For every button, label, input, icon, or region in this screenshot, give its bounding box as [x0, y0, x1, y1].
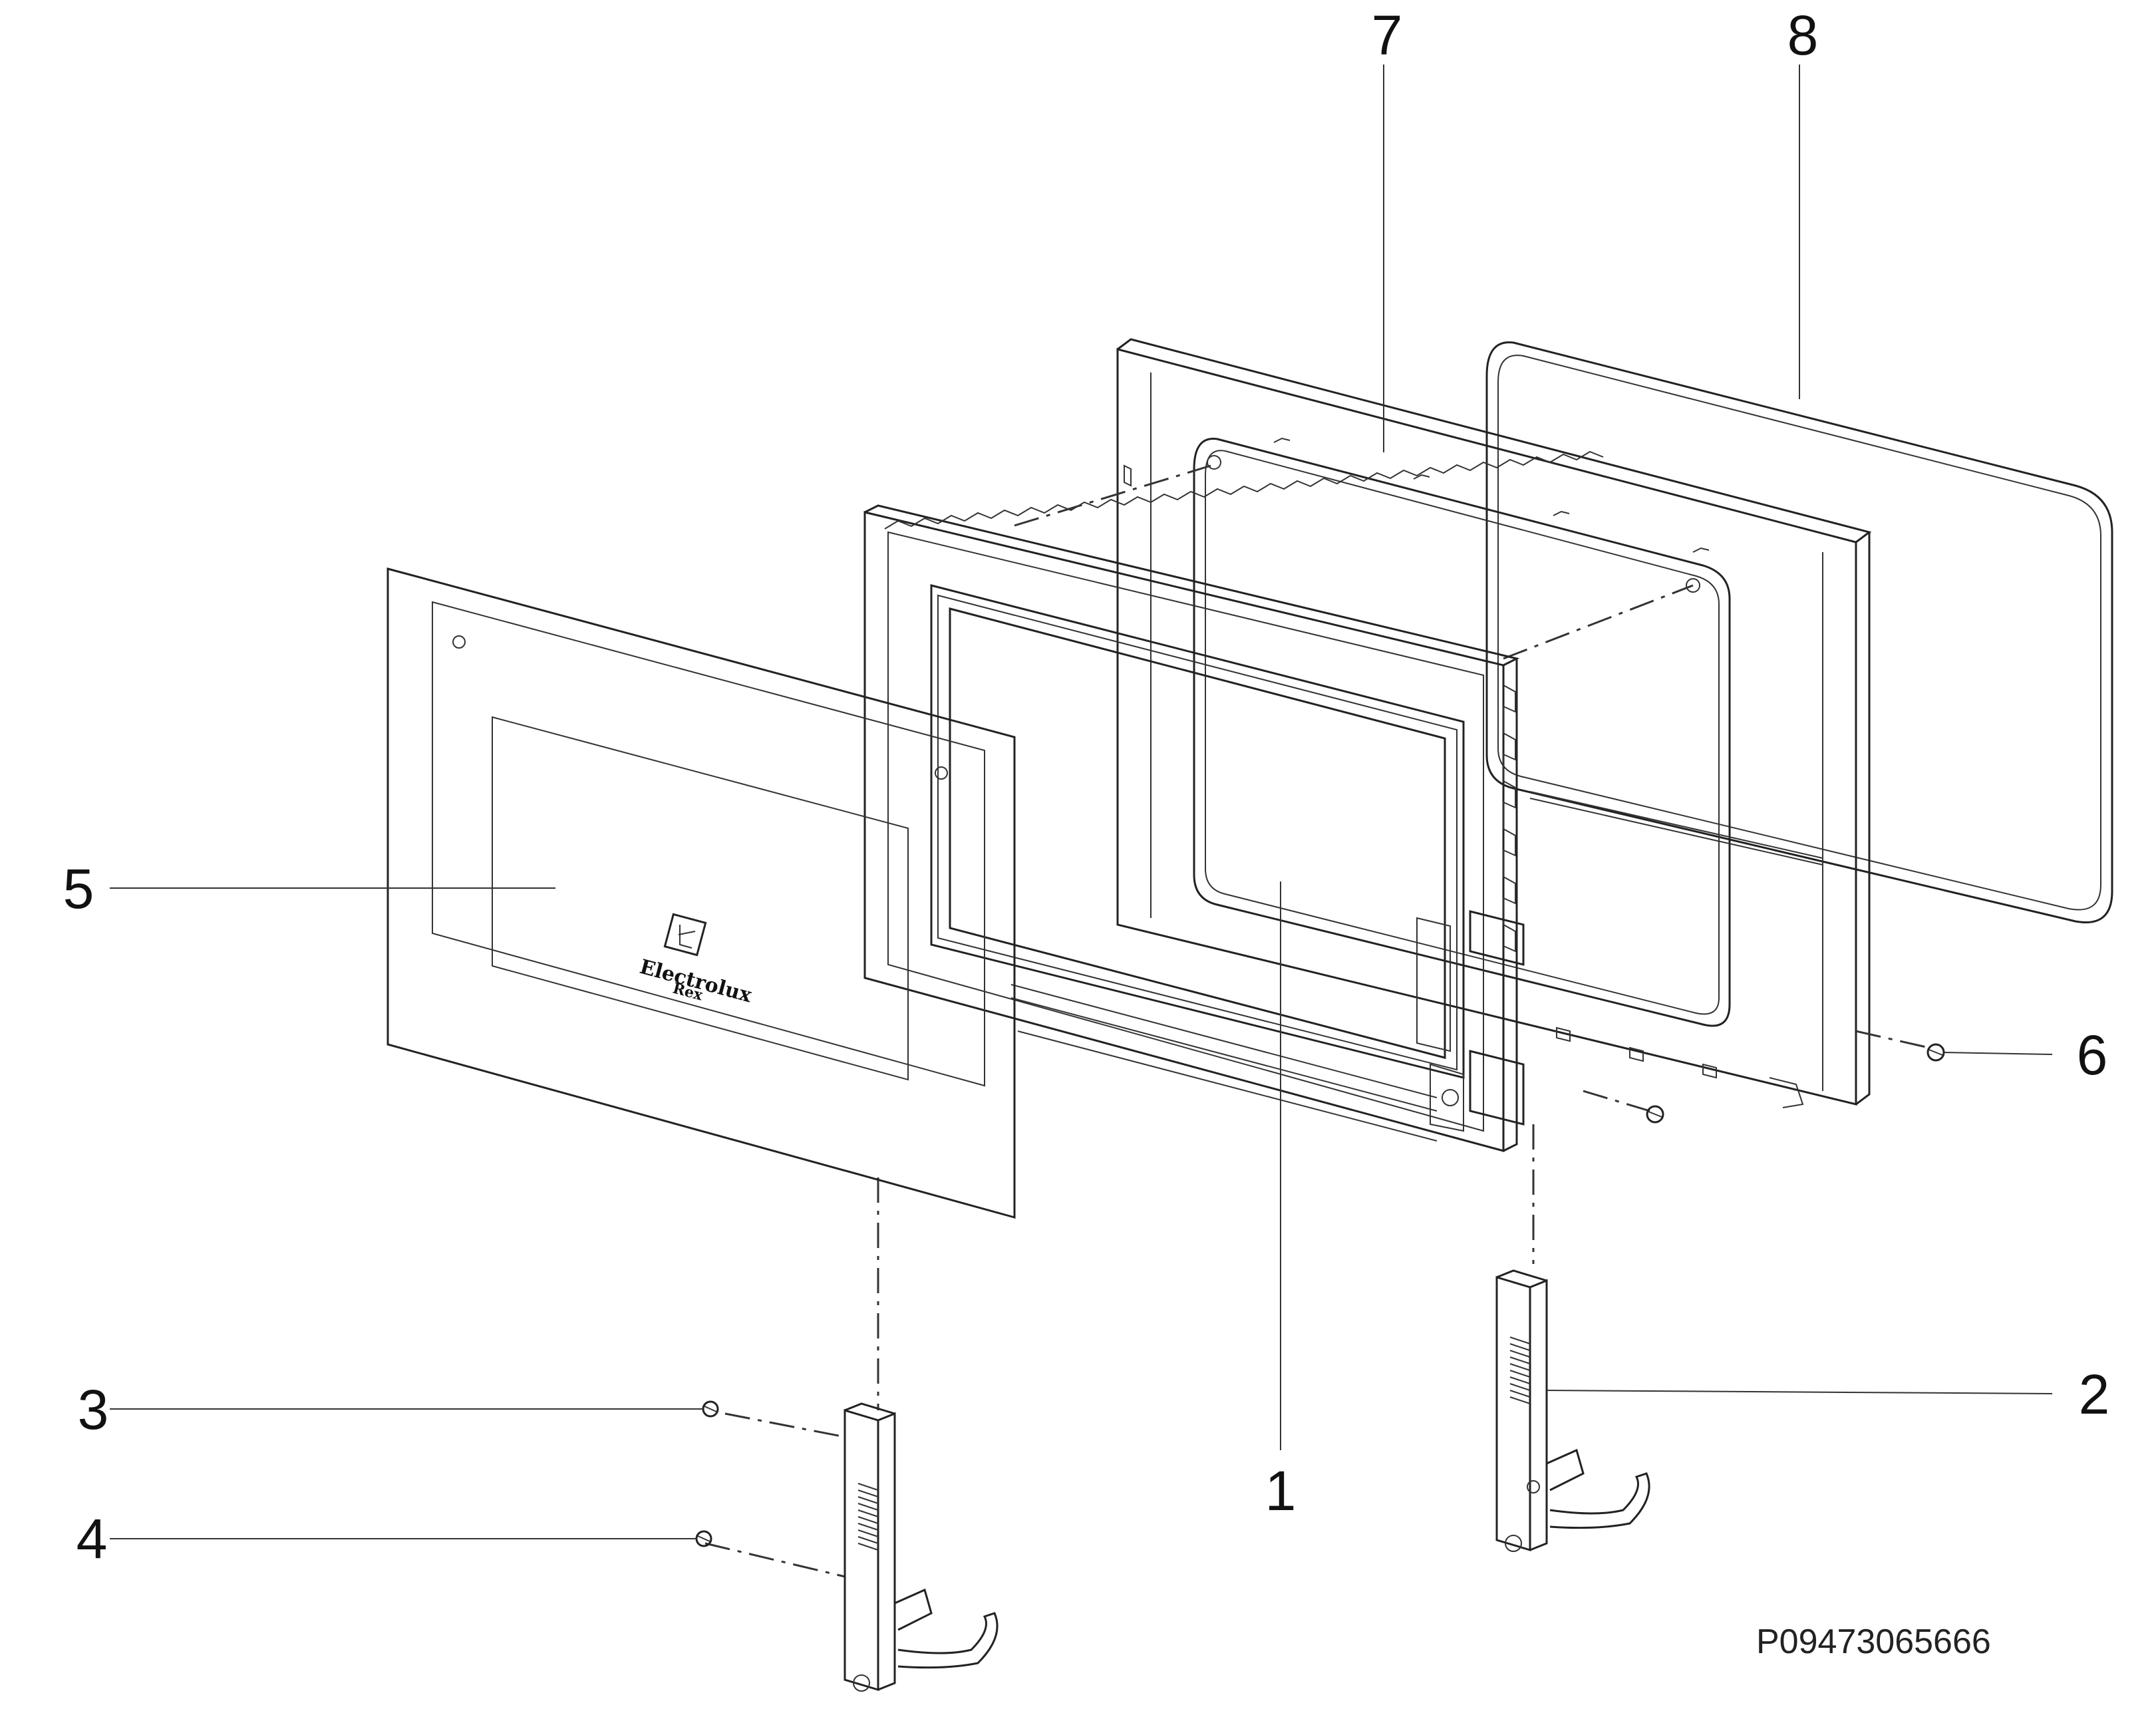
- part-2-right-hinge: [1495, 1269, 1650, 1552]
- part-6-screw: [1926, 1043, 1945, 1062]
- part-8-inner-glass: [1485, 341, 2113, 923]
- callout-1: 1: [1265, 1460, 1297, 1522]
- callout-4: 4: [77, 1507, 108, 1570]
- part-1-door-body: [863, 450, 1804, 1152]
- diagram-code: P09473065666: [1756, 1623, 1991, 1661]
- part-5-outer-glass: Electrolux Rex: [386, 567, 1016, 1219]
- leader-lines: [110, 65, 2053, 1539]
- callout-6: 6: [2077, 1024, 2108, 1086]
- callout-3: 3: [78, 1378, 109, 1441]
- left-hinge: [844, 1402, 999, 1692]
- callout-2: 2: [2079, 1363, 2110, 1426]
- body-screw: [1646, 1105, 1664, 1124]
- callout-7: 7: [1372, 4, 1403, 67]
- part-4-screw: [695, 1530, 712, 1547]
- part-3-screw: [702, 1400, 719, 1418]
- alignment-lines: [704, 464, 1930, 1578]
- part-7-door-frame: [1116, 338, 1872, 1106]
- callout-5: 5: [63, 857, 94, 920]
- electrolux-logo-icon: [663, 913, 707, 957]
- callout-8: 8: [1787, 4, 1819, 67]
